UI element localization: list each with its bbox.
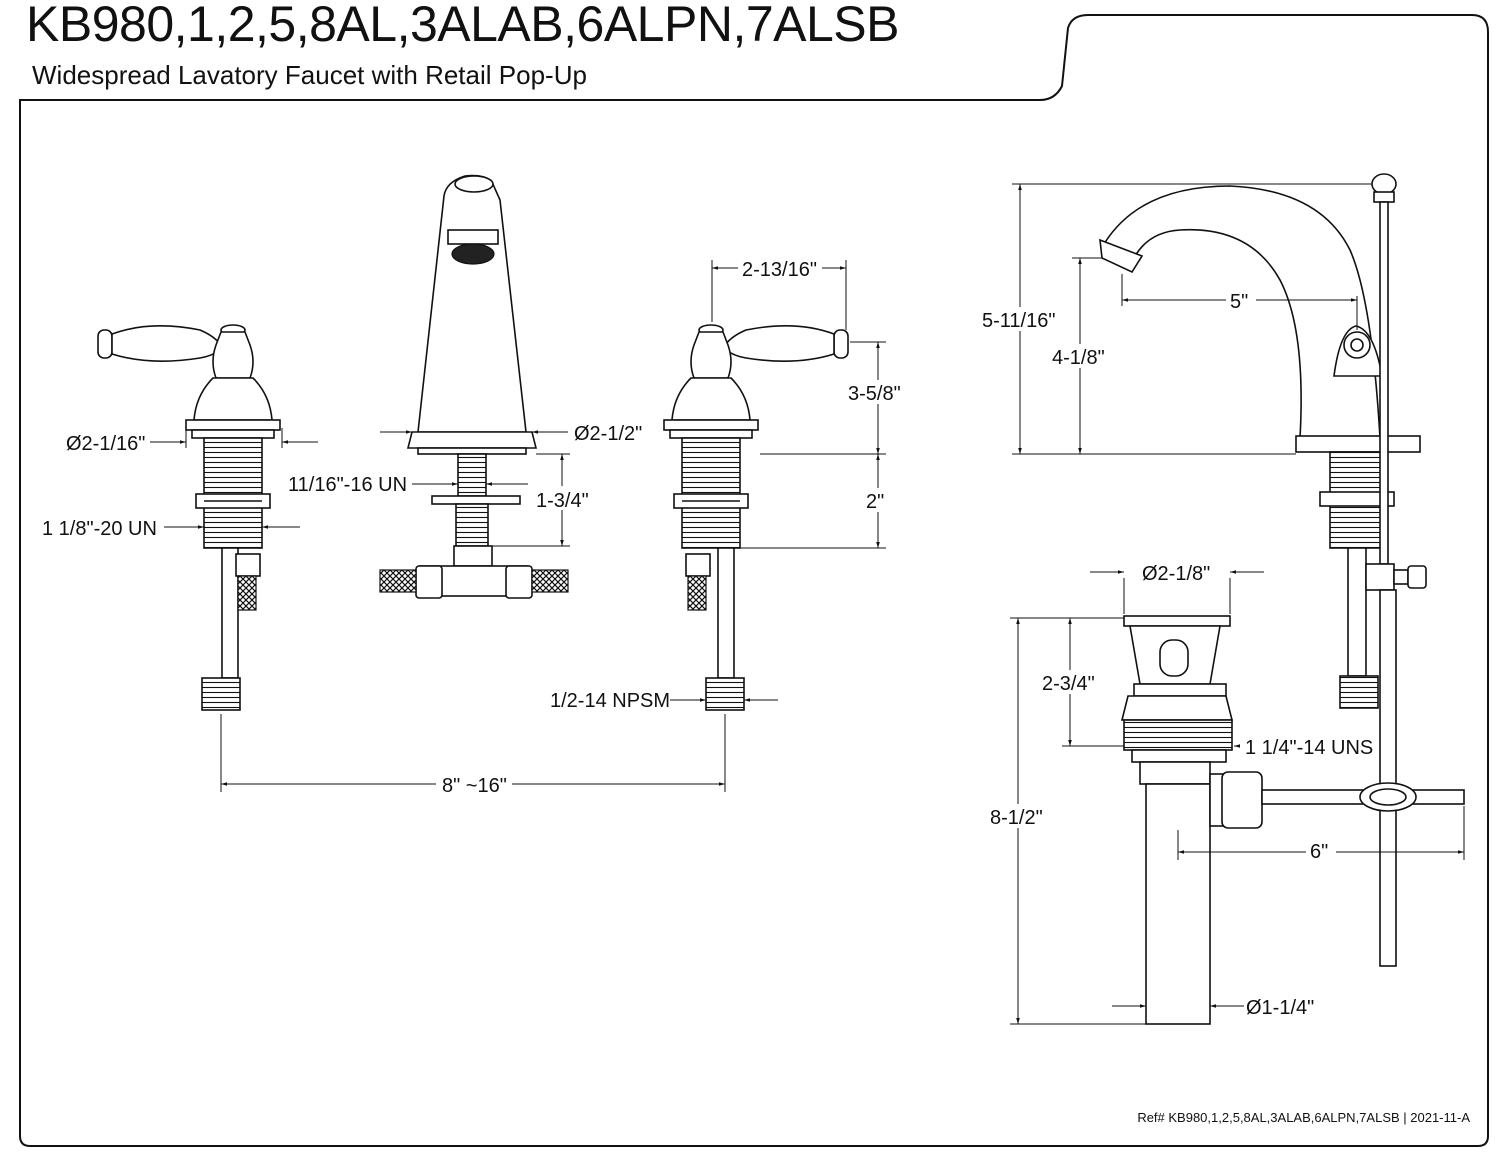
- drawing-subtitle: Widespread Lavatory Faucet with Retail P…: [32, 60, 587, 90]
- drawing-frame: [19, 14, 1489, 1147]
- drawing-title: KB980,1,2,5,8AL,3ALAB,6ALPN,7ALSB: [26, 0, 900, 52]
- label-spout-outlet-height: 4-1/8": [1052, 347, 1105, 369]
- label-supply-connection: 1/2-14 NPSM: [550, 690, 670, 712]
- label-drain-flange-dia: Ø2-1/8": [1142, 563, 1210, 585]
- label-handle-width: 2-13/16": [742, 259, 817, 281]
- label-spread: 8" ~16": [442, 775, 507, 797]
- label-overall-height: 5-11/16": [982, 310, 1055, 332]
- reference-number: Ref# KB980,1,2,5,8AL,3ALAB,6ALPN,7ALSB |…: [1137, 1110, 1470, 1125]
- right-handle-valve: [663, 324, 849, 711]
- label-handle-shank-length: 2": [866, 491, 884, 513]
- label-pivot-rod-length: 6": [1310, 841, 1328, 863]
- label-spout-thread: 11/16"-16 UN: [288, 474, 407, 496]
- label-drain-overall-length: 8-1/2": [990, 807, 1043, 829]
- dimension-lines: [150, 183, 1465, 1025]
- label-handle-escutcheon-dia: Ø2-1/16": [66, 433, 145, 455]
- left-handle-valve: [97, 324, 281, 711]
- label-spout-reach: 5": [1230, 291, 1248, 313]
- label-handle-thread: 1 1/8"-20 UN: [42, 518, 157, 540]
- label-spout-base-dia: Ø2-1/2": [574, 423, 642, 445]
- label-drain-thread: 1 1/4"-14 UNS: [1245, 737, 1373, 759]
- label-spout-shank-length: 1-3/4": [536, 490, 589, 512]
- pop-up-drain: [1120, 615, 1465, 1025]
- label-drain-body-height: 2-3/4": [1042, 673, 1095, 695]
- label-handle-height: 3-5/8": [848, 383, 901, 405]
- spout-front-view: [379, 174, 569, 599]
- faucet-side-view: [1099, 173, 1427, 967]
- label-tailpiece-dia: Ø1-1/4": [1246, 997, 1314, 1019]
